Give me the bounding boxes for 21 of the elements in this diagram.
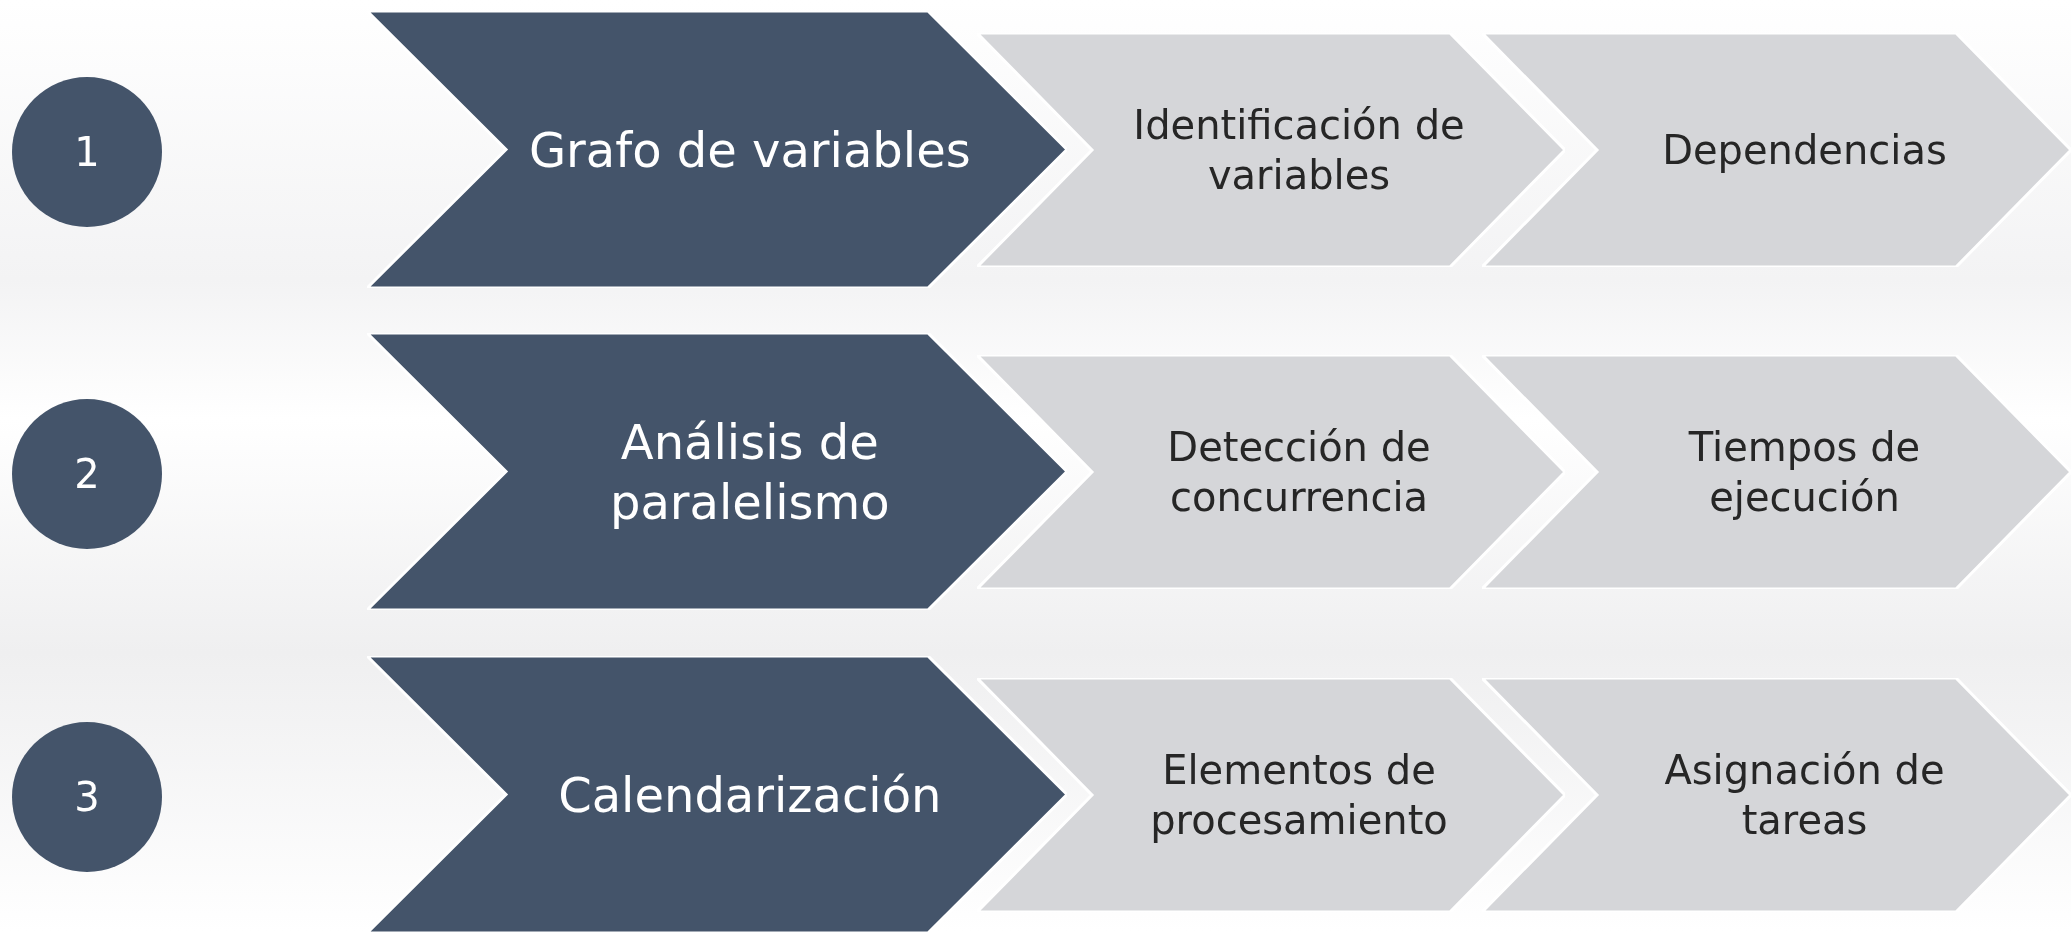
step-title: Grafo de variables <box>528 120 971 180</box>
step-title: Calendarización <box>558 765 942 825</box>
chevron-step <box>1482 355 2071 589</box>
chevron-step <box>1482 678 2071 912</box>
chevron-step <box>367 656 1067 932</box>
step-number: 2 <box>74 450 100 499</box>
chevron-step <box>1482 33 2071 267</box>
step-number: 3 <box>74 773 100 822</box>
step-title: Identificación de variables <box>1132 101 1466 200</box>
step-title: Detección de concurrencia <box>1166 423 1432 522</box>
chevron-step <box>367 11 1067 288</box>
chevron-step <box>977 678 1565 912</box>
step-title: Análisis de paralelismo <box>608 412 891 532</box>
chevron-step <box>977 33 1565 267</box>
step-title: Dependencias <box>1662 126 1947 175</box>
step-title: Elementos de procesamiento <box>1149 746 1449 845</box>
step-number: 1 <box>74 128 100 177</box>
step-title: Asignación de tareas <box>1663 746 1946 845</box>
step-title: Tiempos de ejecución <box>1687 423 1922 522</box>
chevron-step <box>977 355 1565 589</box>
chevron-step <box>367 333 1067 610</box>
